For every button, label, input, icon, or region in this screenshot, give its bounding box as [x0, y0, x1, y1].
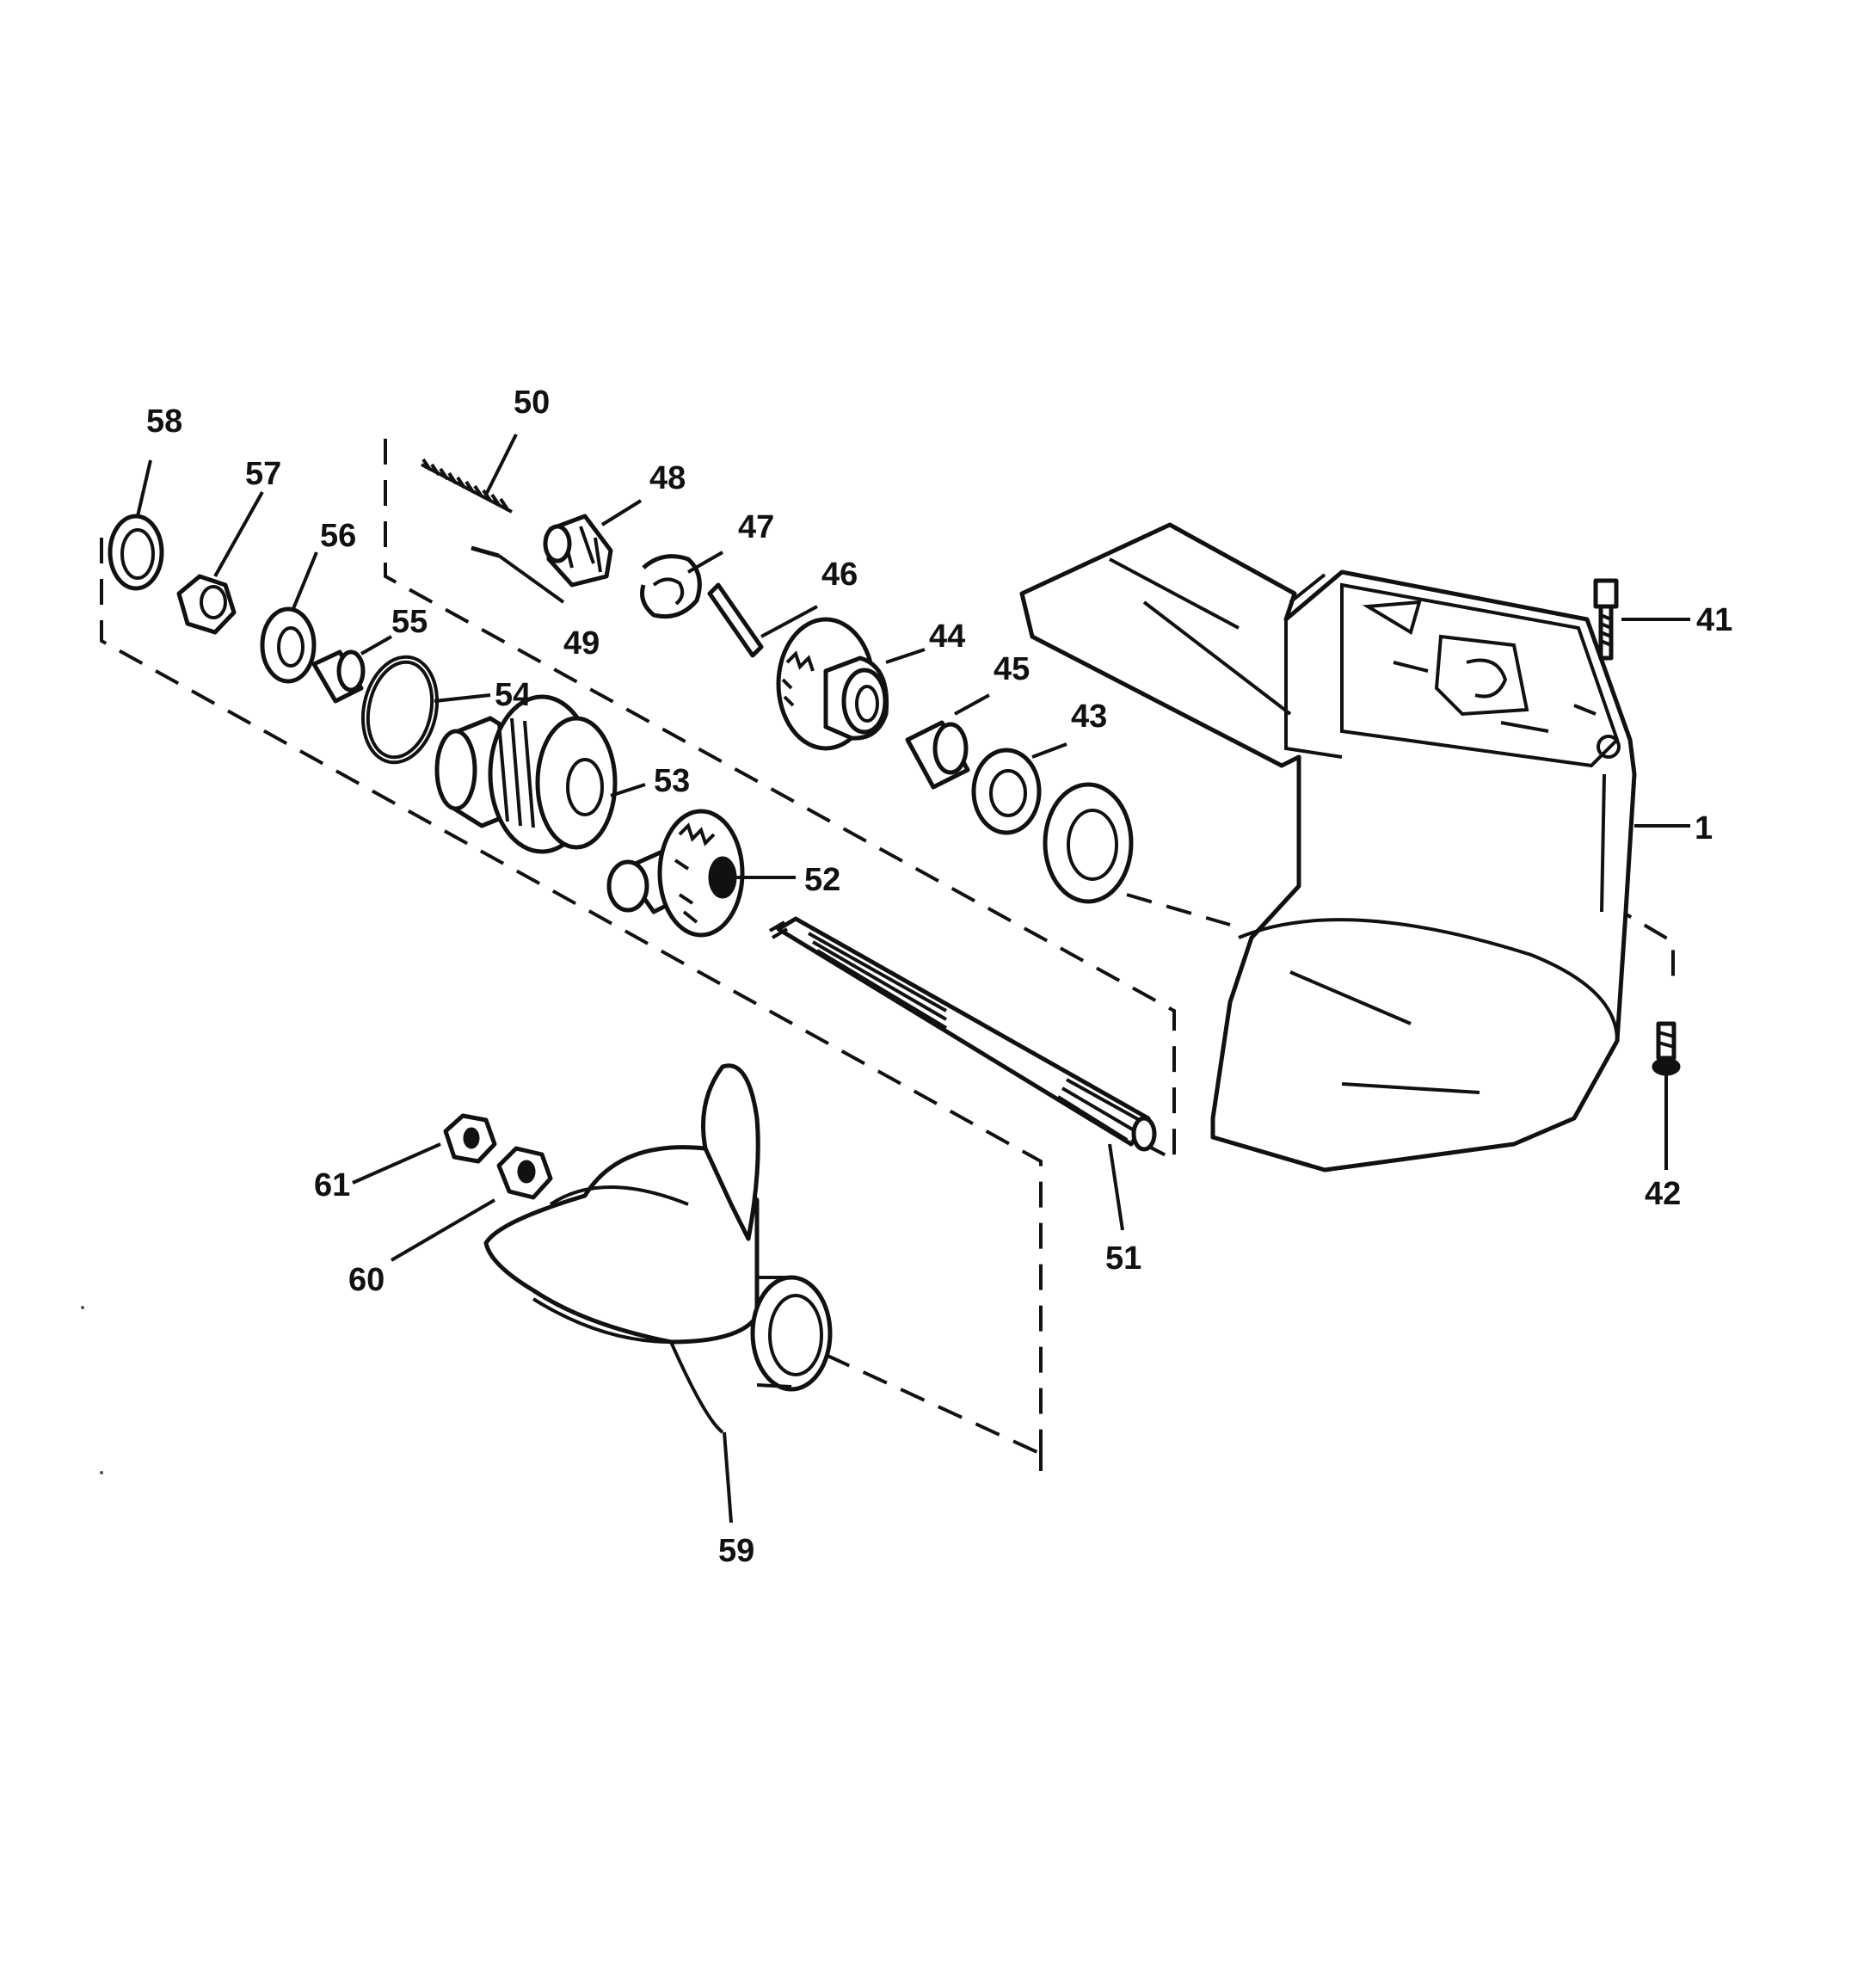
o-ring-54 — [360, 655, 440, 765]
callout-51: 51 — [1105, 1240, 1141, 1277]
cross-pin-46 — [707, 582, 764, 658]
bearing-43 — [971, 748, 1134, 904]
callout-50: 50 — [514, 385, 550, 421]
nut-57 — [176, 574, 237, 635]
callout-49: 49 — [563, 625, 600, 662]
callout-57: 57 — [245, 456, 281, 492]
scan-speck — [100, 1471, 103, 1474]
washer-56 — [260, 606, 317, 684]
spring-50 — [421, 458, 513, 514]
callout-56: 56 — [320, 518, 356, 554]
propeller-59 — [483, 1063, 833, 1434]
gear-housing — [1019, 522, 1637, 1172]
callout-59: 59 — [718, 1533, 754, 1569]
callout-58: 58 — [146, 403, 182, 440]
spring-clip-47 — [640, 554, 702, 619]
bearing-carrier-53 — [434, 694, 618, 854]
callout-1: 1 — [1695, 810, 1713, 846]
callout-44: 44 — [929, 619, 965, 655]
screw-42 — [1652, 1021, 1681, 1076]
callout-43: 43 — [1071, 699, 1107, 735]
callout-numbers: 1 41 42 43 44 45 46 47 48 49 50 51 52 53… — [146, 385, 1732, 1569]
callout-52: 52 — [804, 862, 840, 898]
callout-54: 54 — [495, 677, 531, 713]
callout-42: 42 — [1645, 1176, 1681, 1212]
callout-41: 41 — [1696, 602, 1732, 638]
seal-ring-58 — [108, 514, 164, 591]
bushing-55 — [311, 649, 366, 704]
scan-speck — [81, 1306, 84, 1309]
callout-45: 45 — [994, 651, 1030, 687]
bolt-41 — [1593, 578, 1619, 661]
clutch-48 — [543, 514, 613, 588]
callout-55: 55 — [391, 604, 428, 640]
propeller-shaft-51 — [768, 916, 1157, 1152]
sleeve-45 — [905, 720, 970, 790]
callout-47: 47 — [738, 509, 774, 545]
pin-49 — [471, 545, 500, 558]
forward-gear-44 — [776, 617, 889, 751]
callout-60: 60 — [348, 1262, 385, 1298]
reverse-gear-52 — [606, 809, 745, 938]
callout-53: 53 — [654, 763, 690, 799]
nut-60 — [496, 1146, 553, 1200]
leader-lines — [136, 434, 1690, 1523]
callout-46: 46 — [821, 557, 858, 593]
callout-61: 61 — [314, 1167, 350, 1203]
spacer-61 — [443, 1113, 497, 1164]
callout-48: 48 — [649, 460, 686, 496]
